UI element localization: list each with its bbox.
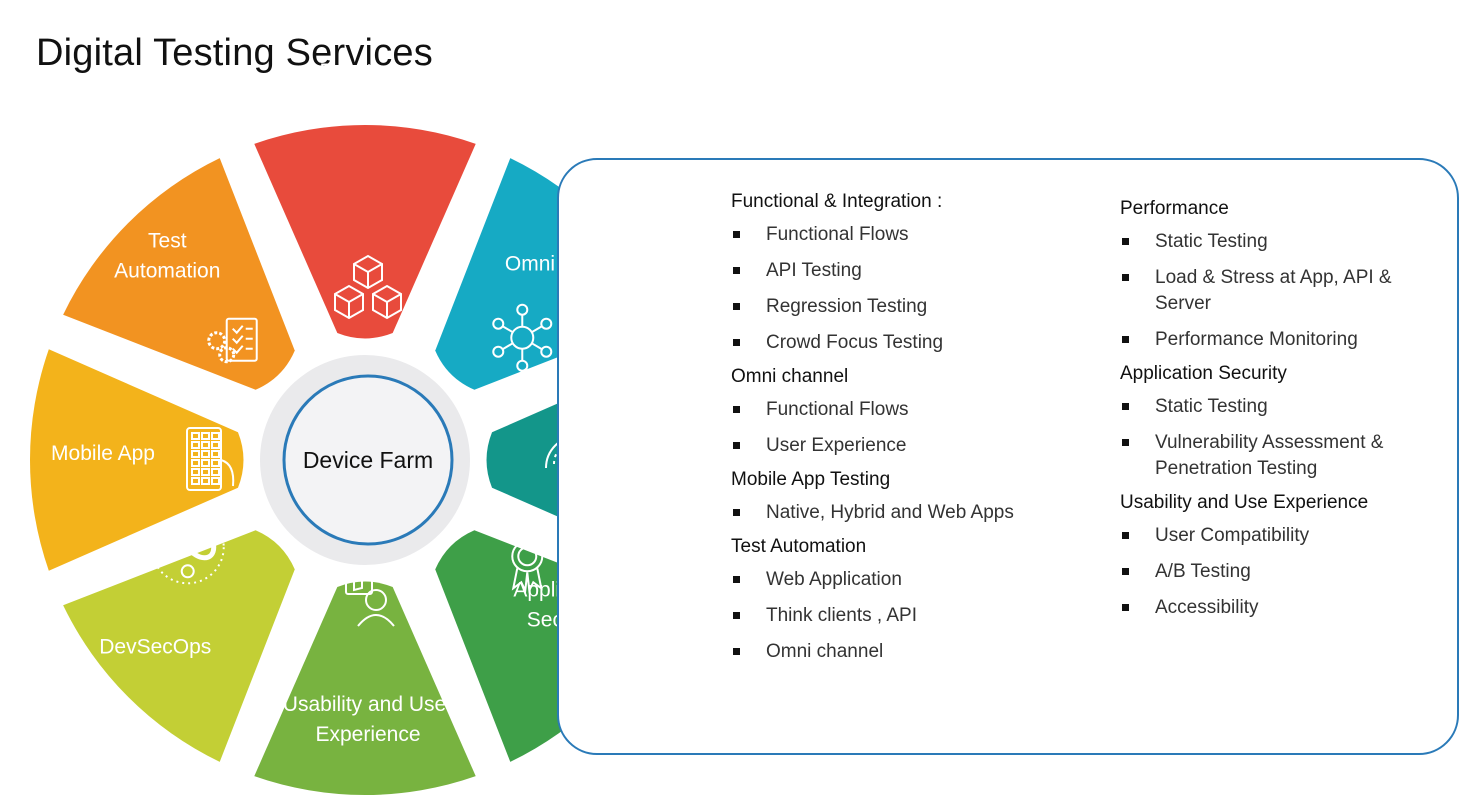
bullet-item: Think clients , API bbox=[731, 603, 1091, 629]
bullet-item: Static Testing bbox=[1120, 229, 1420, 255]
segment-functional: Functional bbox=[254, 60, 476, 339]
bullet-item: Static Testing bbox=[1120, 394, 1420, 420]
network-hub-icon bbox=[492, 303, 553, 372]
gear-checklist-icon bbox=[207, 317, 258, 364]
section-heading: Performance bbox=[1120, 198, 1229, 219]
bullet-item: Functional Flows bbox=[731, 397, 1091, 423]
center-hub bbox=[282, 374, 454, 546]
bullet-item: Web Application bbox=[731, 567, 1091, 593]
user-feedback-icon bbox=[345, 573, 399, 627]
section-heading: Mobile App Testing bbox=[731, 469, 891, 490]
bullet-item: Crowd Focus Testing bbox=[731, 330, 1091, 356]
section-heading: Omni channel bbox=[731, 366, 849, 387]
bullet-item: User Compatibility bbox=[1120, 523, 1420, 549]
bullet-item: Vulnerability Assessment & Penetration T… bbox=[1120, 430, 1420, 482]
center-label: Device Farm bbox=[303, 447, 433, 473]
bullet-item: Functional Flows bbox=[731, 222, 1091, 248]
section-heading: Application Security bbox=[1120, 363, 1287, 384]
bullet-item: Omni channel bbox=[731, 639, 1091, 665]
bullet-item: User Experience bbox=[731, 433, 1091, 459]
bullet-item: Regression Testing bbox=[731, 294, 1091, 320]
section-heading: Usability and Use Experience bbox=[1120, 492, 1369, 513]
devsecops-label: DevSecOps bbox=[99, 636, 211, 659]
award-badge-icon bbox=[511, 540, 544, 594]
mobile-keypad-icon bbox=[186, 427, 235, 491]
bullet-item: Native, Hybrid and Web Apps bbox=[731, 500, 1091, 526]
page-title: Digital Testing Services bbox=[36, 32, 433, 74]
bullet-item: A/B Testing bbox=[1120, 559, 1420, 585]
bullet-list: Native, Hybrid and Web Apps bbox=[731, 500, 1091, 526]
bullet-item: Accessibility bbox=[1120, 595, 1420, 621]
section-heading: Functional & Integration : bbox=[731, 191, 943, 212]
bullet-item: Load & Stress at App, API & Server bbox=[1120, 265, 1420, 317]
section-heading: Test Automation bbox=[731, 536, 867, 557]
cubes-icon bbox=[334, 254, 402, 320]
functional-label: Functional bbox=[320, 60, 417, 83]
segment-mobile-app: Mobile App bbox=[29, 349, 244, 571]
segment-devsecops: DevSecOps bbox=[63, 510, 295, 762]
details-panel bbox=[557, 158, 1459, 755]
bullet-item: Performance Monitoring bbox=[1120, 327, 1420, 353]
mobile-app-label: Mobile App bbox=[51, 442, 155, 465]
bullet-item: API Testing bbox=[731, 258, 1091, 284]
section-left-0: Functional & Integration : Functional Flo… bbox=[731, 191, 1091, 356]
details-column-left: Functional & Integration : Functional Flo… bbox=[731, 191, 1091, 675]
infinity-gears-icon bbox=[150, 510, 225, 585]
